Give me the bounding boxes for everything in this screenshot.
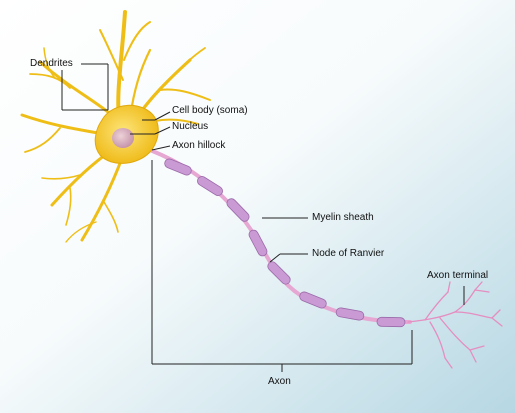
label-axon: Axon <box>268 376 291 387</box>
label-nucleus: Nucleus <box>172 121 209 132</box>
label-dendrites: Dendrites <box>30 58 73 69</box>
label-axon-hillock: Axon hillock <box>172 140 226 151</box>
label-cell-body: Cell body (soma) <box>172 105 248 116</box>
leader-lines <box>61 63 465 372</box>
myelin-sheath-segments <box>164 158 406 328</box>
label-axon-terminal: Axon terminal <box>427 270 489 281</box>
nucleus <box>112 128 134 148</box>
label-node-of-ranvier: Node of Ranvier <box>312 248 385 259</box>
label-myelin-sheath: Myelin sheath <box>312 212 374 223</box>
axon-terminal-branches <box>407 281 503 369</box>
